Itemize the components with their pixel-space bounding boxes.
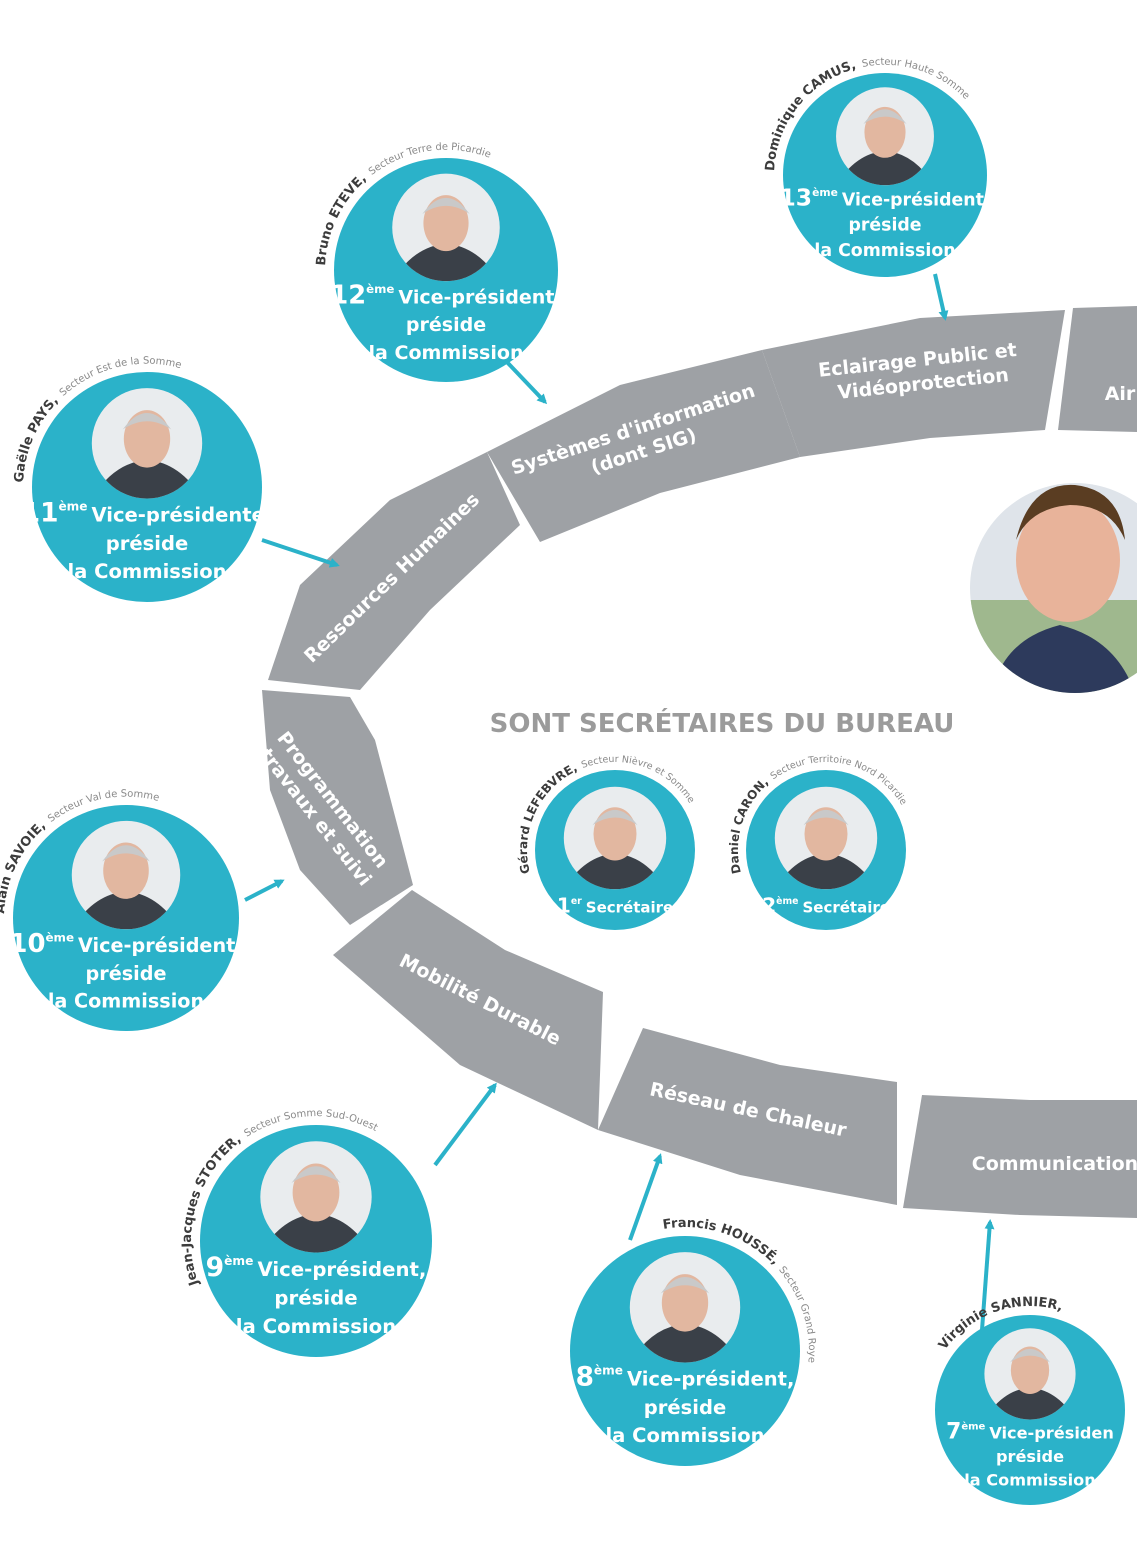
role-title: Vice-président,	[842, 191, 991, 211]
member-role-line: 7ème Vice-présiden	[946, 1420, 1114, 1445]
segment-ressources-humaines: Ressources Humaines	[268, 452, 520, 690]
member-role-line2: préside	[996, 1447, 1064, 1466]
ordinal-number: 8	[576, 1363, 594, 1393]
role-title: Secrétaire	[586, 898, 673, 916]
vice-president-card: Jean-Jacques STOTER,Secteur Somme Sud-Ou…	[180, 1108, 432, 1357]
ordinal-number: 7	[946, 1420, 961, 1445]
ordinal-suffix: ème	[58, 500, 87, 514]
member-role-line3: la Commission	[814, 241, 955, 261]
ordinal-suffix: ème	[224, 1254, 253, 1268]
ordinal-suffix: ème	[776, 896, 798, 907]
role-title: Vice-président,	[398, 287, 561, 309]
role-title: Vice-président,	[627, 1368, 794, 1391]
vice-president-card: Alain SAVOIE,Secteur Val de Somme10èmeVi…	[0, 789, 243, 1031]
role-title: Vice-présiden	[989, 1424, 1114, 1443]
member-role-line: 13ème Vice-président,	[780, 184, 991, 212]
ordinal-number: 2	[762, 893, 776, 917]
ordinal-suffix: ème	[961, 1421, 985, 1433]
member-role-line3: la Commission	[605, 1424, 764, 1447]
segment-reseau-chaleur: Réseau de Chaleur	[598, 1028, 897, 1205]
ordinal-number: 13	[780, 184, 813, 212]
segment-eclairage-public: Eclairage Public et Vidéoprotection	[762, 310, 1065, 457]
member-role-line2: préside	[274, 1286, 357, 1309]
segment-label: Communication	[972, 1153, 1137, 1175]
vice-president-card: Bruno ETEVE,Secteur Terre de Picardie12è…	[314, 142, 562, 382]
member-role-line3: la Commission	[48, 990, 204, 1013]
ordinal-suffix: ème	[45, 930, 74, 944]
role-title: Vice-présidente,	[92, 504, 273, 527]
segment-communication: Communication	[903, 1095, 1137, 1218]
member-role-line3: la Commission	[236, 1315, 397, 1338]
president-portrait	[970, 483, 1137, 693]
secretary-role: 2ème Secrétaire	[762, 893, 890, 917]
arrow-12-to-systemes	[503, 358, 548, 405]
secretaries-title: SONT SECRÉTAIRES DU BUREAU	[490, 707, 955, 739]
secretary-role: 1er Secrétaire	[557, 893, 673, 917]
member-role-line: 10ème Vice-président,	[9, 929, 242, 959]
member-role-line2: préside	[644, 1396, 726, 1419]
member-role-line2: préside	[86, 962, 167, 985]
ordinal-suffix: ème	[812, 186, 838, 199]
member-role-line3: la Commission	[67, 560, 226, 583]
arrow-11-to-ressources	[261, 538, 340, 568]
commission-ring: Ressources Humaines Systèmes d'informati…	[255, 306, 1137, 1218]
member-role-line: 8ème Vice-président,	[576, 1363, 795, 1393]
segment-programmation-travaux: Programmation travaux et suivi	[255, 690, 413, 925]
arrow-9-to-mobilite	[433, 1082, 497, 1167]
segment-air: Air	[1058, 306, 1137, 432]
secretary-card: Daniel CARON,Secteur Territoire Nord Pic…	[727, 754, 909, 930]
arrow-7-to-communication	[980, 1219, 995, 1331]
ordinal-number: 10	[9, 929, 45, 959]
member-role-line: 9ème Vice-président,	[206, 1252, 427, 1283]
ordinal-suffix: ème	[366, 282, 394, 296]
segment-label: Air	[1105, 383, 1136, 405]
member-role-line: 11ème Vice-présidente,	[22, 499, 272, 529]
arrow-8-to-reseau	[628, 1153, 663, 1241]
member-role-line3: la Commission	[964, 1470, 1095, 1489]
member-role-line2: préside	[848, 216, 921, 236]
member-role-line2: préside	[406, 314, 486, 336]
role-title: Vice-président,	[78, 934, 243, 957]
member-role-line2: préside	[106, 532, 188, 555]
segment-mobilite-durable: Mobilité Durable	[333, 890, 603, 1130]
ordinal-suffix: er	[571, 896, 582, 907]
vice-president-card: Gaëlle PAYS,Secteur Est de la Somme11ème…	[12, 356, 272, 602]
ordinal-number: 12	[330, 281, 366, 311]
secretaries-block: SONT SECRÉTAIRES DU BUREAU Gérard LEFEBV…	[490, 707, 955, 930]
role-title: Secrétaire	[802, 898, 889, 916]
member-role-line: 12ème Vice-président,	[330, 281, 561, 311]
arrow-13-to-eclairage	[933, 273, 949, 321]
ordinal-suffix: ème	[594, 1364, 623, 1378]
secretaries-list: Gérard LEFEBVRE,Secteur Nièvre et Somme1…	[516, 754, 909, 930]
role-title: Vice-président,	[257, 1258, 426, 1281]
ordinal-number: 11	[22, 499, 59, 529]
vice-president-card: Dominique CAMUS,Secteur Haute Somme13ème…	[763, 57, 991, 277]
arrow-10-to-programmation	[244, 879, 285, 902]
member-role-line3: la Commission	[368, 342, 523, 364]
ordinal-number: 1	[557, 893, 571, 917]
segment-systemes-information: Systèmes d'information (dont SIG)	[487, 350, 800, 542]
ordinal-number: 9	[206, 1252, 225, 1283]
secretary-card: Gérard LEFEBVRE,Secteur Nièvre et Somme1…	[516, 754, 697, 930]
connector-arrows	[244, 273, 995, 1331]
